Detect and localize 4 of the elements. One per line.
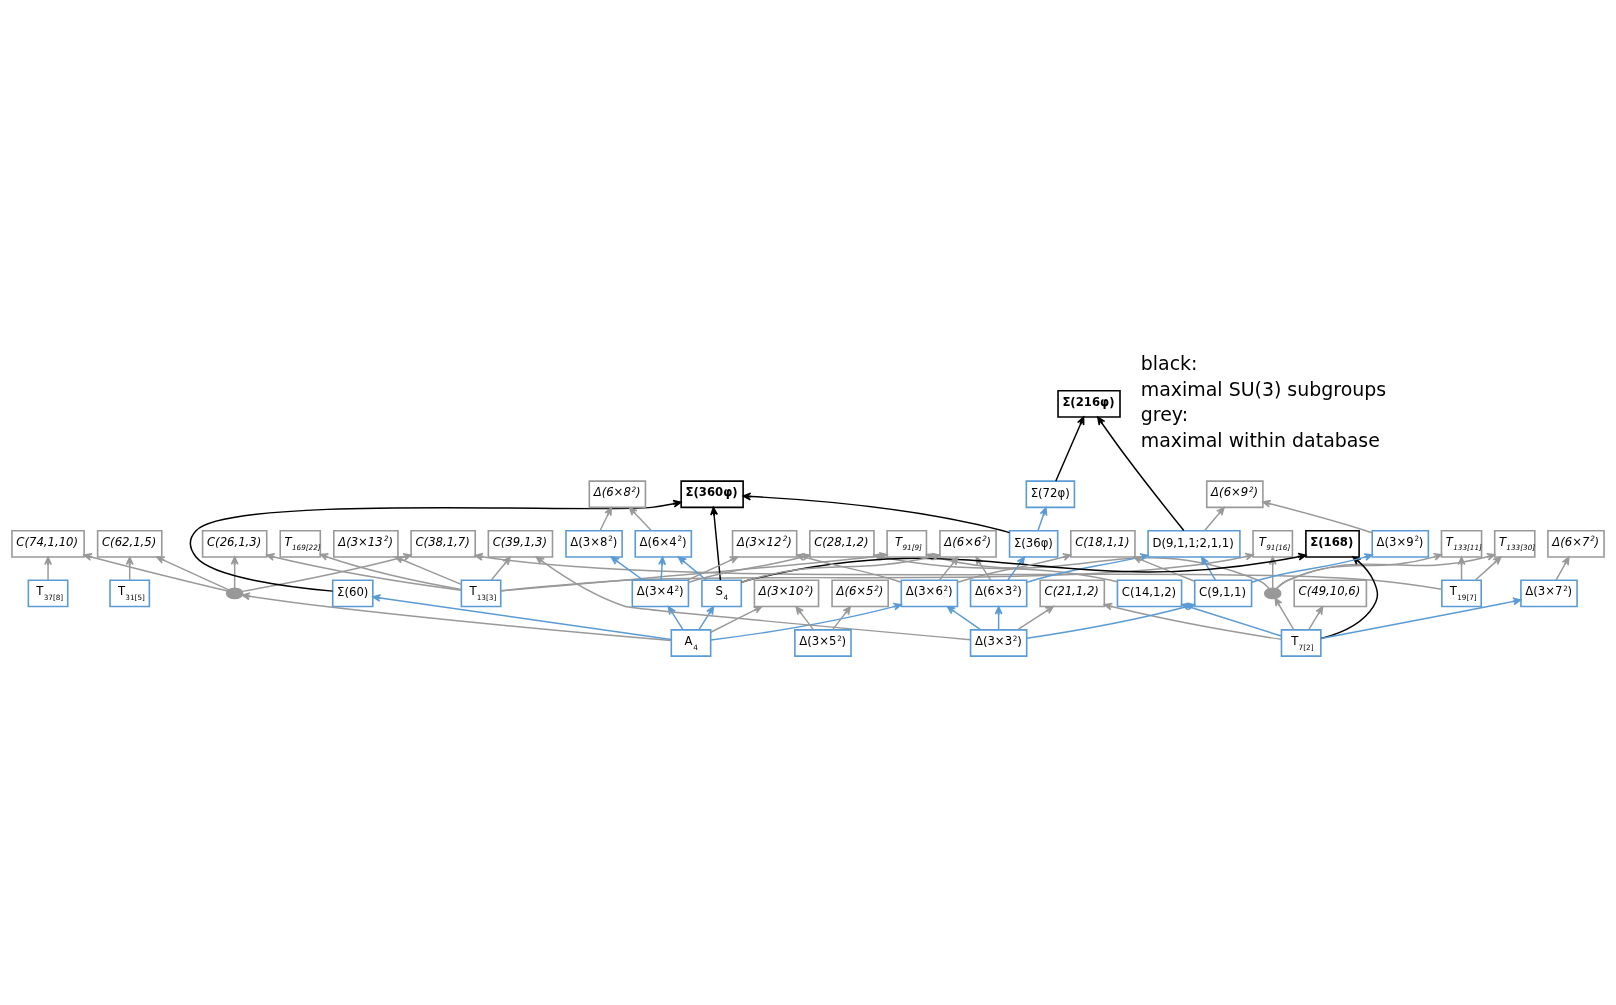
label: black:	[1140, 351, 1198, 374]
label: maximal within database	[1140, 428, 1380, 451]
label: grey:	[1140, 402, 1189, 425]
label: maximal SU(3) subgroups	[1140, 377, 1387, 400]
